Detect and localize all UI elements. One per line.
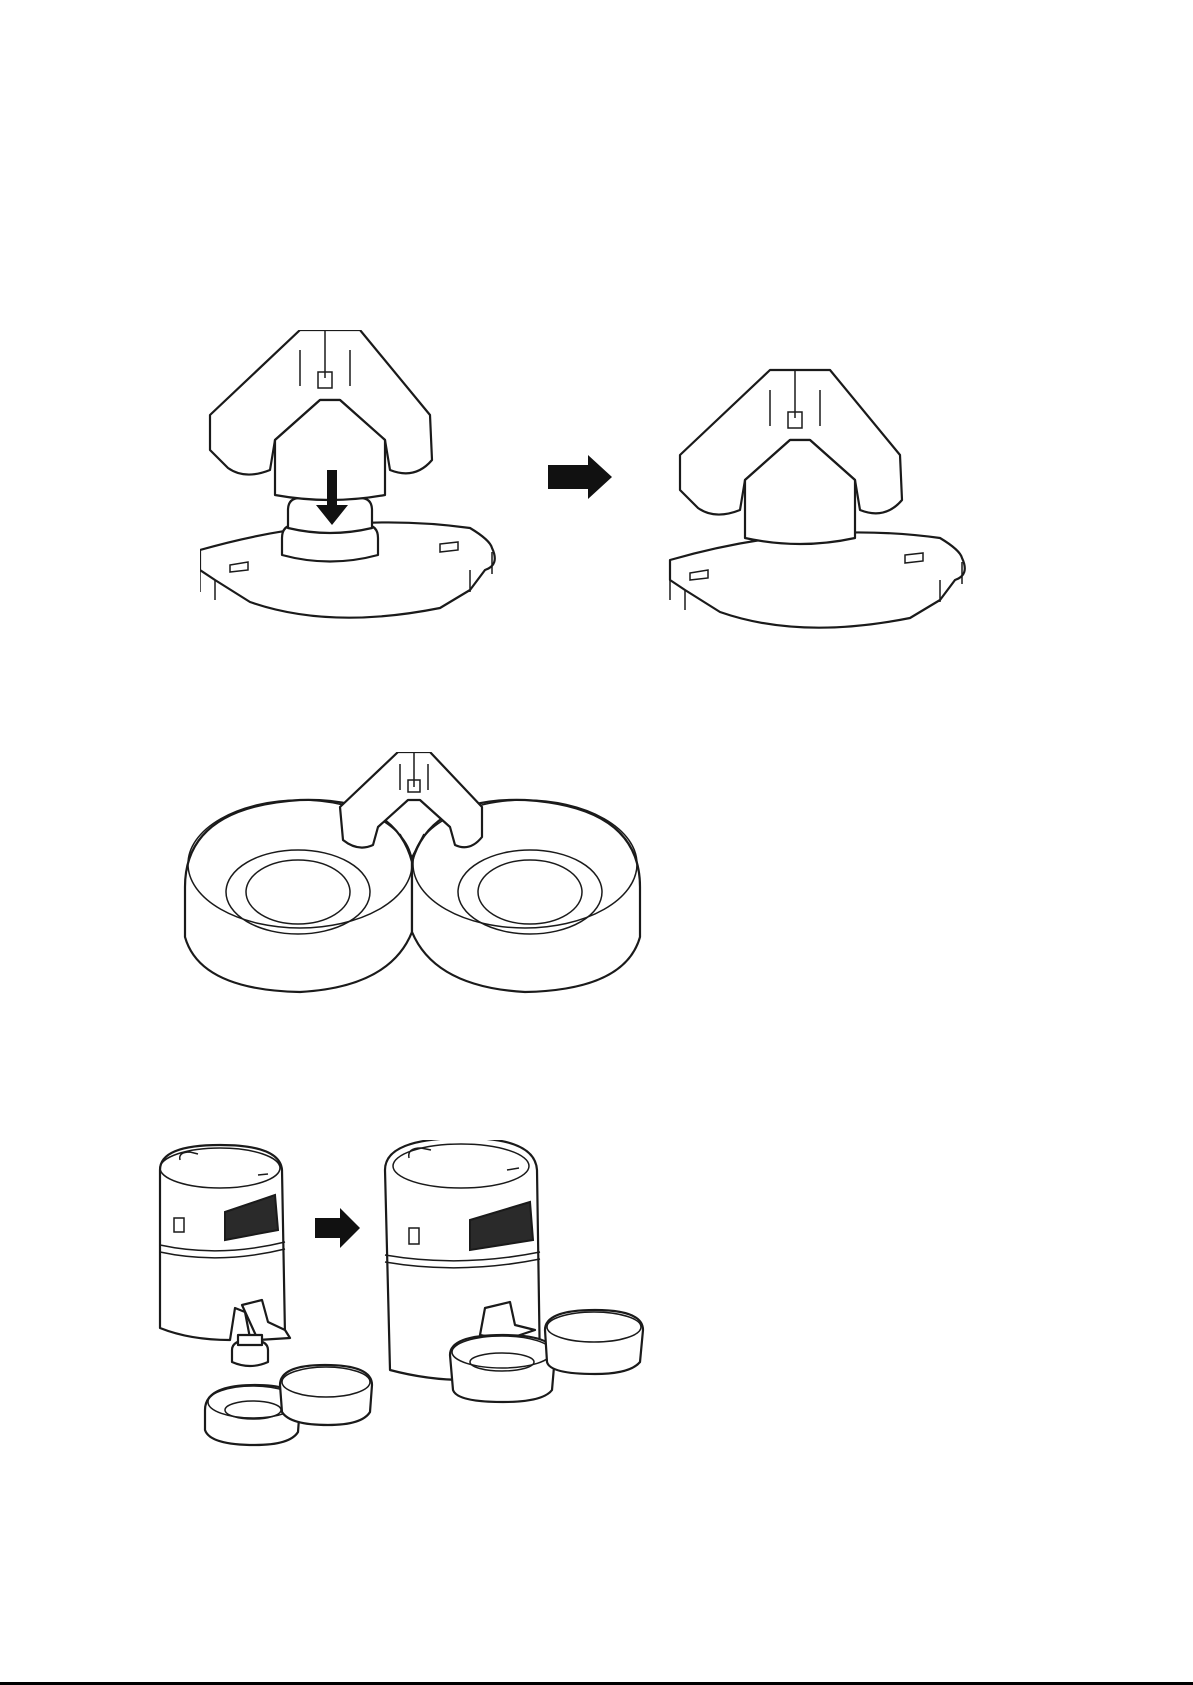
right-arrow-icon	[315, 1208, 360, 1248]
funnel-top	[340, 752, 482, 857]
lid-tray-left	[200, 498, 495, 618]
double-bowl-figure	[180, 752, 700, 1032]
right-arrow-icon	[548, 455, 612, 499]
feeder-right	[385, 1140, 643, 1402]
lid-assembled-right	[670, 370, 965, 628]
bowls-left	[205, 1365, 372, 1445]
funnel-attach-illustration	[200, 330, 980, 660]
bowl-right	[412, 800, 640, 992]
double-bowl-illustration	[180, 752, 700, 1032]
feeder-assembly-illustration	[150, 1140, 710, 1500]
funnel-attach-figure	[200, 330, 980, 660]
feeder-assembly-figure	[150, 1140, 710, 1500]
feeder-left	[160, 1145, 290, 1366]
funnel-left	[210, 330, 432, 500]
